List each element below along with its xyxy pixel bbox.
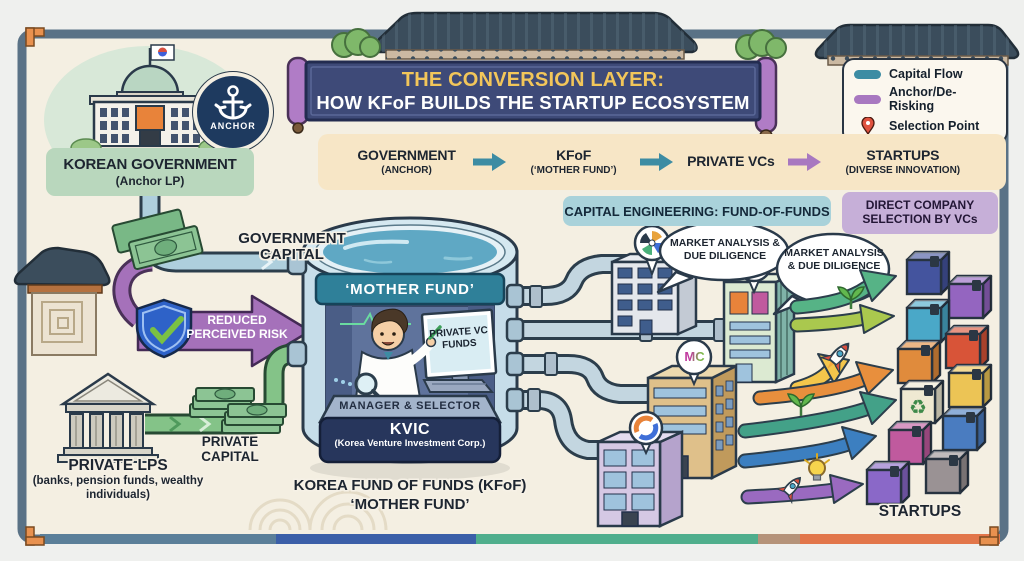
vc-logo-mc xyxy=(675,338,713,387)
distribution-pipes xyxy=(505,254,735,460)
sprout-icon xyxy=(836,286,866,309)
kvic-base-label: KVIC (Korea Venture Investment Corp.) xyxy=(324,421,496,450)
reduced-risk-label: REDUCED PERCEIVED RISK xyxy=(186,313,288,341)
bottom-color-bar xyxy=(40,534,1000,544)
flow-stage-kfof: KFoF (‘MOTHER FUND’) xyxy=(511,147,636,176)
sprout-icon xyxy=(786,393,816,416)
money-stacks-icon xyxy=(189,387,287,434)
startup-cube xyxy=(941,406,987,452)
startups-label: STARTUPS xyxy=(878,503,962,520)
vc-building-purple xyxy=(596,410,684,528)
money-bills-icon xyxy=(111,208,204,270)
due-diligence-bubble-1: MARKET ANALYSIS & DUE DILIGENCE xyxy=(669,237,781,262)
kvic-name: KVIC xyxy=(389,421,431,438)
flow-stage-startups: STARTUPS (DIVERSE INNOVATION) xyxy=(826,147,980,176)
stage-sub: (DIVERSE INNOVATION) xyxy=(845,164,961,176)
anchor-derisking-swatch xyxy=(854,94,881,104)
lightbulb-icon xyxy=(804,453,830,481)
center-roof xyxy=(372,11,698,60)
startup-cube xyxy=(947,363,993,409)
title-line2: HOW KFoF BUILDS THE STARTUP ECOSYSTEM xyxy=(316,91,750,113)
hanok-pavilion xyxy=(13,246,111,356)
recycle-icon: ♻ xyxy=(909,397,927,419)
mc-logo-text: MC xyxy=(681,349,708,364)
kvic-fullname: (Korea Venture Investment Corp.) xyxy=(334,437,486,449)
startup-cube xyxy=(887,420,933,466)
title-banner: THE CONVERSION LAYER: HOW KFoF BUILDS TH… xyxy=(306,62,760,120)
stage-sub: (ANCHOR) xyxy=(381,164,432,176)
vc-logo-swirl xyxy=(628,410,664,456)
legend-label: Anchor/De-Risking xyxy=(889,85,957,113)
startup-cube xyxy=(944,324,990,370)
flow-arrow-icon xyxy=(787,153,821,171)
startup-cube xyxy=(865,460,911,506)
bushes xyxy=(331,28,787,60)
government-role: (Anchor LP) xyxy=(115,174,185,188)
private-capital-label: PRIVATE CAPITAL xyxy=(201,434,259,465)
stage-label: KFoF xyxy=(556,147,592,164)
startup-cubes: ♻ xyxy=(865,250,993,506)
rocket-icon xyxy=(818,342,850,376)
stage-label: STARTUPS xyxy=(866,147,940,164)
direct-selection-label: DIRECT COMPANY SELECTION BY VCs xyxy=(842,192,998,234)
legend-label: Capital Flow xyxy=(889,67,963,81)
government-capital-label: GOVERNMENT CAPITAL xyxy=(238,230,346,264)
rocket-icon xyxy=(774,476,801,505)
anchor-badge-label: ANCHOR xyxy=(210,121,256,131)
private-lps-sub: (banks, pension funds, wealthy individua… xyxy=(32,475,204,501)
legend-label: Selection Point xyxy=(889,119,980,133)
legend: Capital Flow Anchor/De-Risking Selection… xyxy=(842,58,1008,144)
stage-label: PRIVATE VCs xyxy=(687,152,775,169)
stage-label: GOVERNMENT xyxy=(357,147,456,164)
title-scroll xyxy=(286,56,778,143)
flow-arrow-icon xyxy=(640,153,674,171)
kfof-caption-line2: ‘MOTHER FUND’ xyxy=(350,495,470,513)
desk-label: MANAGER & SELECTOR xyxy=(339,400,481,412)
kfof-caption: KOREA FUND OF FUNDS (KFoF) ‘MOTHER FUND’ xyxy=(293,477,527,515)
legend-item-capital-flow: Capital Flow xyxy=(854,67,996,81)
legend-item-selection-point: Selection Point xyxy=(854,117,996,135)
startup-cube xyxy=(924,449,970,495)
flow-row: GOVERNMENT (ANCHOR) KFoF (‘MOTHER FUND’)… xyxy=(318,134,1006,190)
bank-building xyxy=(57,372,159,463)
startup-cube xyxy=(905,298,951,344)
startup-cube xyxy=(896,339,942,385)
startup-cube xyxy=(905,250,951,296)
anchor-icon xyxy=(192,71,274,153)
startup-cube: ♻ xyxy=(899,379,945,425)
capital-engineering-label: CAPITAL ENGINEERING: FUND-OF-FUNDS xyxy=(563,196,831,226)
selection-pin-icon xyxy=(854,117,881,135)
legend-item-anchor-derisking: Anchor/De-Risking xyxy=(854,85,996,113)
swirl-decor xyxy=(248,490,388,531)
flow-arrow-icon xyxy=(473,153,507,171)
government-name: KOREAN GOVERNMENT xyxy=(63,156,237,173)
capital-flow-swatch xyxy=(854,69,881,79)
title-line1: THE CONVERSION LAYER: xyxy=(401,68,665,91)
shield-check-icon xyxy=(135,298,193,359)
private-lps-label: PRIVATE LPS (banks, pension funds, wealt… xyxy=(22,457,214,503)
startup-cube xyxy=(947,274,993,320)
flow-stage-private-vcs: PRIVATE VCs xyxy=(678,152,784,170)
kfof-caption-line1: KOREA FUND OF FUNDS (KFoF) xyxy=(293,477,527,494)
mother-fund-cylinder xyxy=(286,216,525,480)
flow-stage-government: GOVERNMENT (ANCHOR) xyxy=(344,147,469,176)
monitor-label: PRIVATE VC FUNDS xyxy=(429,324,489,351)
private-lps-title: PRIVATE LPS xyxy=(68,457,168,474)
due-diligence-bubble-2: MARKET ANALYSIS & DUE DILIGENCE xyxy=(784,247,884,272)
korean-government-label: KOREAN GOVERNMENT (Anchor LP) xyxy=(46,148,254,196)
mother-fund-banner: ‘MOTHER FUND’ xyxy=(345,281,475,298)
stage-sub: (‘MOTHER FUND’) xyxy=(530,164,617,176)
